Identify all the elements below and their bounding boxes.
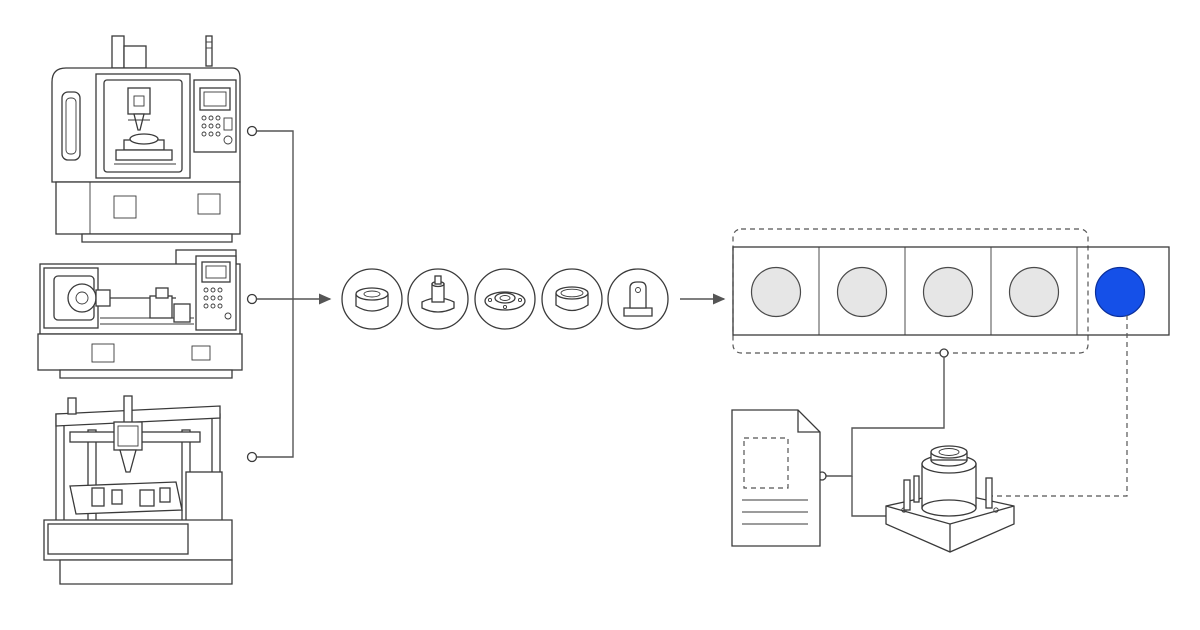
machine-connector-lines	[246, 125, 332, 463]
empty-slot	[750, 266, 802, 318]
bracket-part-icon	[607, 268, 669, 330]
empty-slot	[1008, 266, 1060, 318]
active-slot	[1094, 266, 1146, 318]
empty-slot	[922, 266, 974, 318]
empty-slot	[836, 266, 888, 318]
output-connectors	[817, 315, 1128, 517]
slot-queue	[732, 228, 1170, 354]
gantry-router-icon	[43, 395, 233, 585]
fixture-jig-icon	[885, 445, 1015, 553]
ring-part-icon	[541, 268, 603, 330]
queue-track	[732, 246, 1170, 336]
cnc-milling-machine-icon	[51, 35, 241, 243]
parts-row	[341, 268, 669, 330]
cnc-lathe-icon	[37, 249, 243, 379]
bushing-part-icon	[341, 268, 403, 330]
shaft-part-icon	[407, 268, 469, 330]
flange-part-icon	[474, 268, 536, 330]
document-icon	[731, 409, 821, 547]
